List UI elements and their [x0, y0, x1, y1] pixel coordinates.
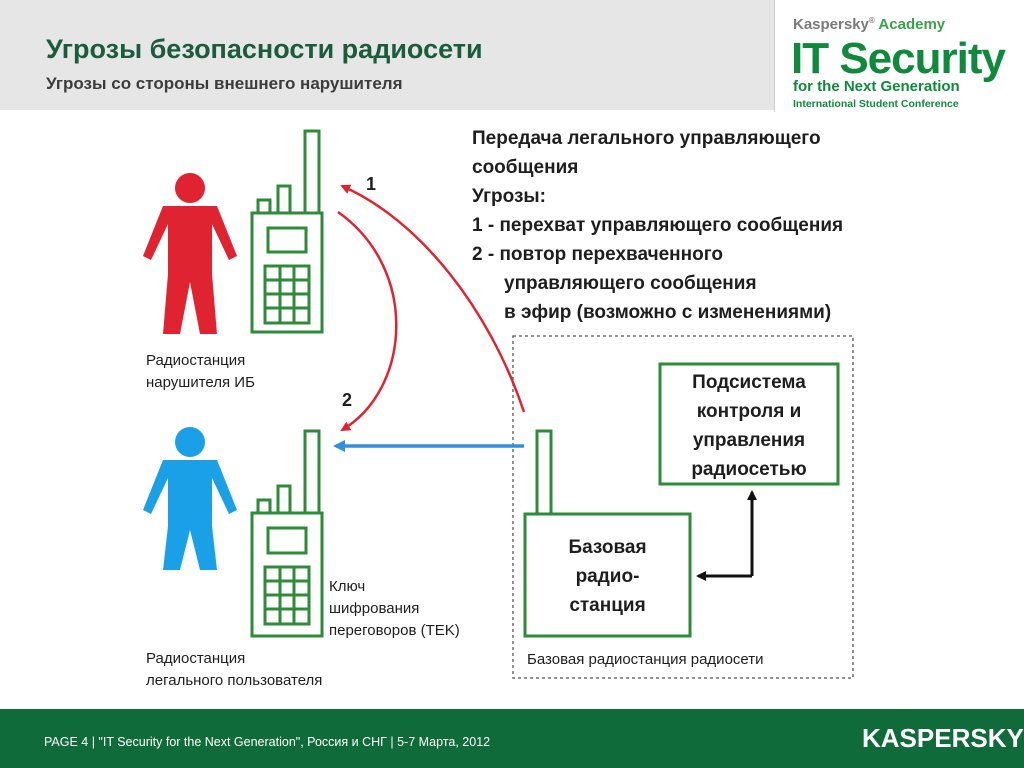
arrow-2-label: 2	[342, 390, 353, 410]
base-station-label: Базовая радио- станция	[525, 533, 690, 620]
base-label-line-1: Базовая	[568, 537, 647, 558]
base-network-area	[512, 335, 854, 679]
key-caption: Ключ шифрования переговоров (TEK)	[329, 576, 460, 642]
user-person-icon	[143, 427, 237, 570]
interception-arrow	[340, 184, 526, 413]
intruder-person-icon	[143, 173, 237, 334]
page-subtitle: Угрозы со стороны внешнего нарушителя	[46, 74, 403, 93]
footer-bar: PAGE 4 | "IT Security for the Next Gener…	[0, 709, 1024, 768]
user-caption-line-1: Радиостанция	[146, 650, 246, 667]
arrow-1-label: 1	[366, 174, 377, 194]
description-line-5: 2 - повтор перехваченного	[472, 244, 723, 265]
logo-it-security: IT Security	[791, 34, 1006, 83]
logo-next-generation: for the Next Generation	[793, 78, 960, 95]
control-label-line-2: контроля и	[696, 401, 802, 422]
description-line-3: Угрозы:	[472, 186, 546, 207]
user-radio-icon	[250, 429, 324, 638]
user-caption-line-2: легального пользователя	[146, 672, 323, 689]
base-network-caption: Базовая радиостанция радиосети	[527, 651, 764, 668]
logo-academy-line: Kaspersky® Academy	[793, 16, 945, 33]
description-line-4: 1 - перехват управляющего сообщения	[472, 215, 844, 236]
user-radio-caption: Радиостанция легального пользователя	[146, 648, 322, 692]
page-title: Угрозы безопасности радиосети	[46, 34, 483, 64]
replay-arrow	[337, 210, 398, 432]
control-label-line-4: радиосетью	[691, 459, 807, 480]
kaspersky-logo: KASPERSKY	[862, 723, 1024, 753]
description-line-6: управляющего сообщения	[504, 273, 757, 294]
intruder-radio-caption: Радиостанция нарушителя ИБ	[146, 350, 255, 394]
footer-text: PAGE 4 | "IT Security for the Next Gener…	[44, 735, 491, 749]
key-caption-line-2: шифрования	[329, 600, 420, 617]
logo-conference: International Student Conference	[793, 98, 959, 110]
intruder-caption-line-1: Радиостанция	[146, 352, 246, 369]
key-caption-line-3: переговоров (TEK)	[329, 622, 460, 639]
intruder-radio-icon	[250, 129, 324, 334]
control-label-line-3: управления	[692, 430, 806, 451]
base-label-line-3: станция	[569, 595, 646, 616]
base-label-line-2: радио-	[575, 566, 640, 587]
control-label-line-1: Подсистема	[692, 372, 806, 393]
description-line-7: в эфир (возможно с изменениями)	[504, 302, 832, 323]
control-subsystem-label: Подсистема контроля и управления радиосе…	[660, 368, 838, 484]
logo-academy: Academy	[878, 16, 946, 33]
control-subsystem-box	[658, 362, 840, 486]
intruder-caption-line-2: нарушителя ИБ	[146, 374, 255, 391]
base-station-box	[523, 512, 692, 638]
description-line-2: сообщения	[472, 157, 579, 178]
base-station-antenna	[535, 429, 553, 517]
conference-logo: Kaspersky® Academy IT Security for the N…	[774, 0, 1024, 112]
logo-brand: Kaspersky	[793, 16, 869, 33]
threat-description: Передача легального управляющего сообщен…	[472, 124, 843, 327]
key-caption-line-1: Ключ	[329, 578, 366, 595]
description-line-1: Передача легального управляющего	[472, 128, 821, 149]
logo-reg-mark: ®	[868, 16, 875, 25]
